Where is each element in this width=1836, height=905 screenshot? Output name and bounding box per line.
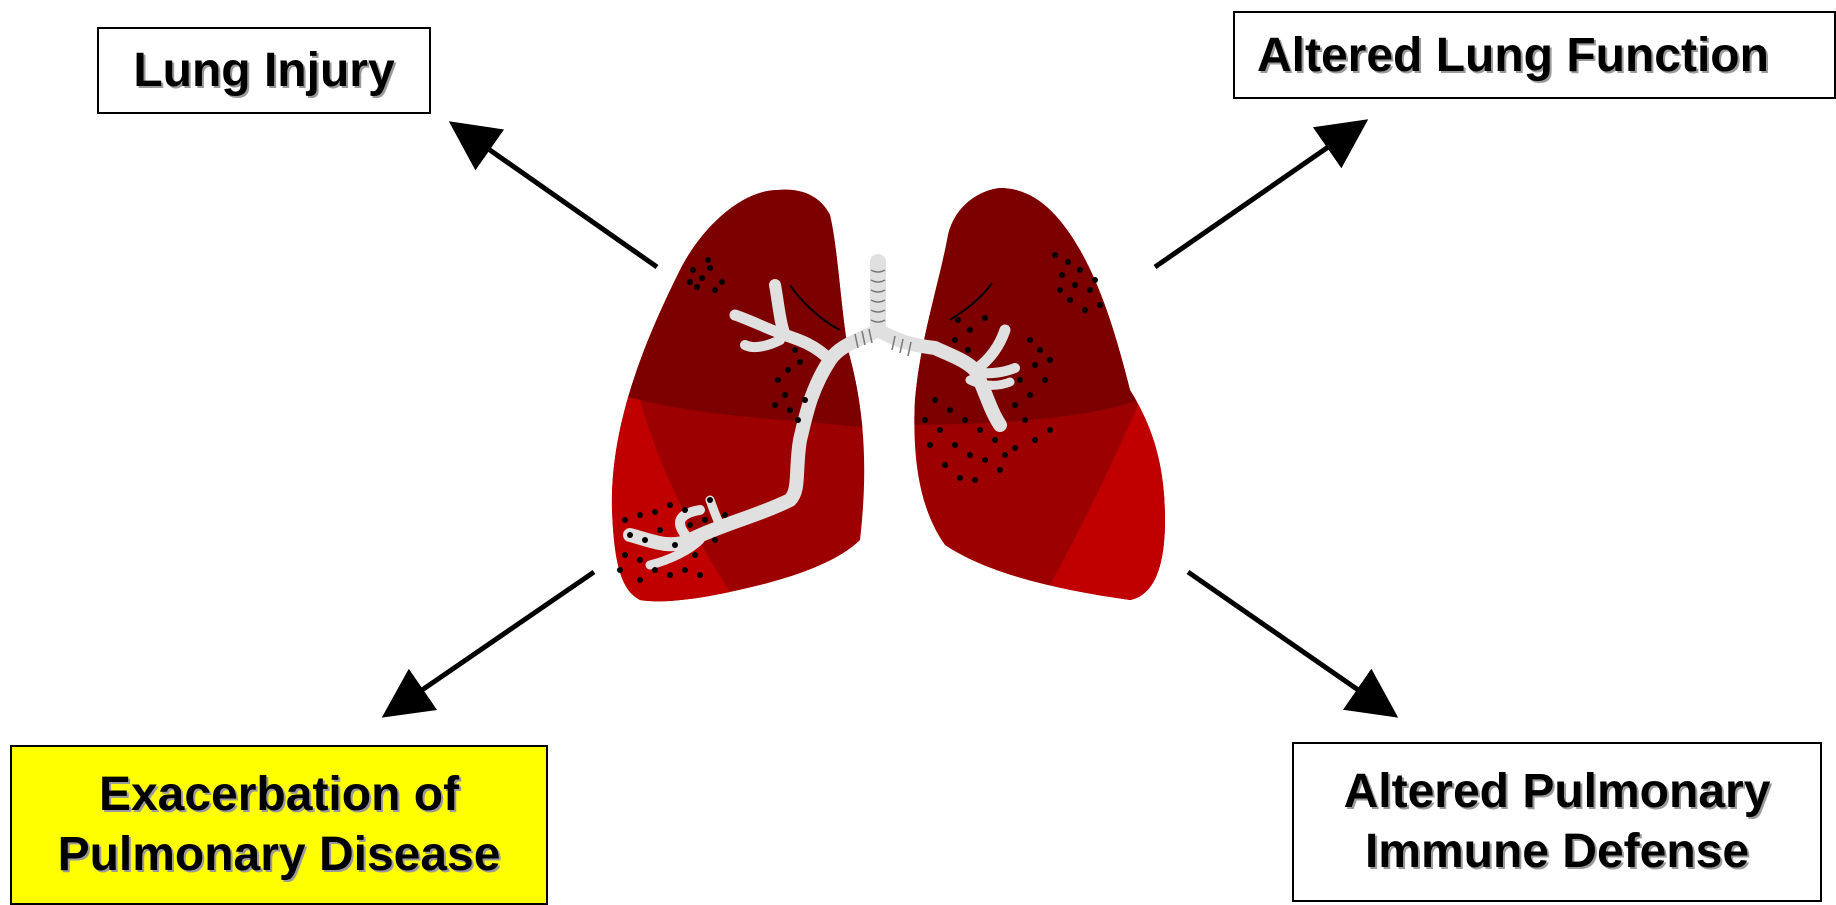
exacerbation-label-line1: Exacerbation of: [58, 765, 501, 825]
right-lung: [900, 180, 1180, 620]
left-lung: [600, 180, 880, 620]
arrow-to-altered-lung-function: [1155, 125, 1360, 267]
lung-injury-label: Lung Injury: [133, 43, 394, 98]
arrow-to-exacerbation: [390, 572, 594, 712]
lung-injury-box: Lung Injury: [97, 27, 431, 114]
immune-defense-label-line2: Immune Defense: [1344, 822, 1771, 882]
trachea: [871, 262, 885, 330]
exacerbation-box: Exacerbation of Pulmonary Disease: [10, 745, 548, 905]
immune-defense-label-line1: Altered Pulmonary: [1344, 762, 1771, 822]
altered-lung-function-label: Altered Lung Function: [1257, 28, 1769, 83]
arrow-to-lung-injury: [457, 127, 657, 267]
immune-defense-box: Altered Pulmonary Immune Defense: [1292, 742, 1822, 902]
exacerbation-label-line2: Pulmonary Disease: [58, 825, 501, 885]
altered-lung-function-box: Altered Lung Function: [1233, 11, 1836, 99]
arrow-to-immune-defense: [1188, 572, 1390, 712]
